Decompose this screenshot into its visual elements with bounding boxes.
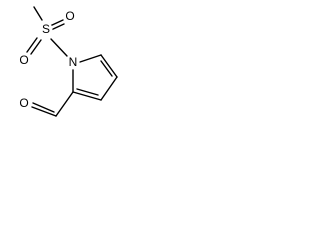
molecule-structure: S O O N O — [17, 6, 118, 117]
bond-sulfur-oxygen-left-a — [26, 37, 38, 53]
bond-sulfur-oxygen-left-b — [30, 39, 42, 55]
bond-sulfur-nitrogen — [50, 38, 68, 57]
bond-c2-carbonyl-carbon — [55, 91, 74, 117]
atom-label-sulfonyl-oxygen-left: O — [19, 53, 28, 67]
bond-c3-c2-inner — [76, 88, 99, 96]
bond-c5-c4-inner — [100, 60, 113, 77]
bond-methyl-sulfur — [33, 6, 43, 21]
bond-sulfur-oxygen-top-b — [50, 23, 65, 31]
bond-c5-c4 — [100, 54, 118, 78]
bond-layer — [26, 6, 118, 117]
atom-label-sulfonyl-oxygen-top: O — [65, 9, 74, 23]
bond-sulfur-oxygen-top-a — [49, 19, 64, 27]
atom-label-ring-nitrogen: N — [69, 55, 78, 69]
atom-label-aldehyde-oxygen: O — [19, 96, 28, 110]
bond-c4-c3 — [100, 76, 118, 101]
structure-canvas: S O O N O — [0, 0, 144, 130]
bond-carbonyl-double-b — [32, 102, 55, 113]
bond-nitrogen-c5 — [79, 54, 102, 63]
bond-carbonyl-double-a — [31, 106, 57, 117]
atom-label-layer: S O O N O — [17, 9, 80, 110]
atom-label-sulfur: S — [42, 22, 50, 36]
bond-c3-c2 — [72, 91, 102, 101]
